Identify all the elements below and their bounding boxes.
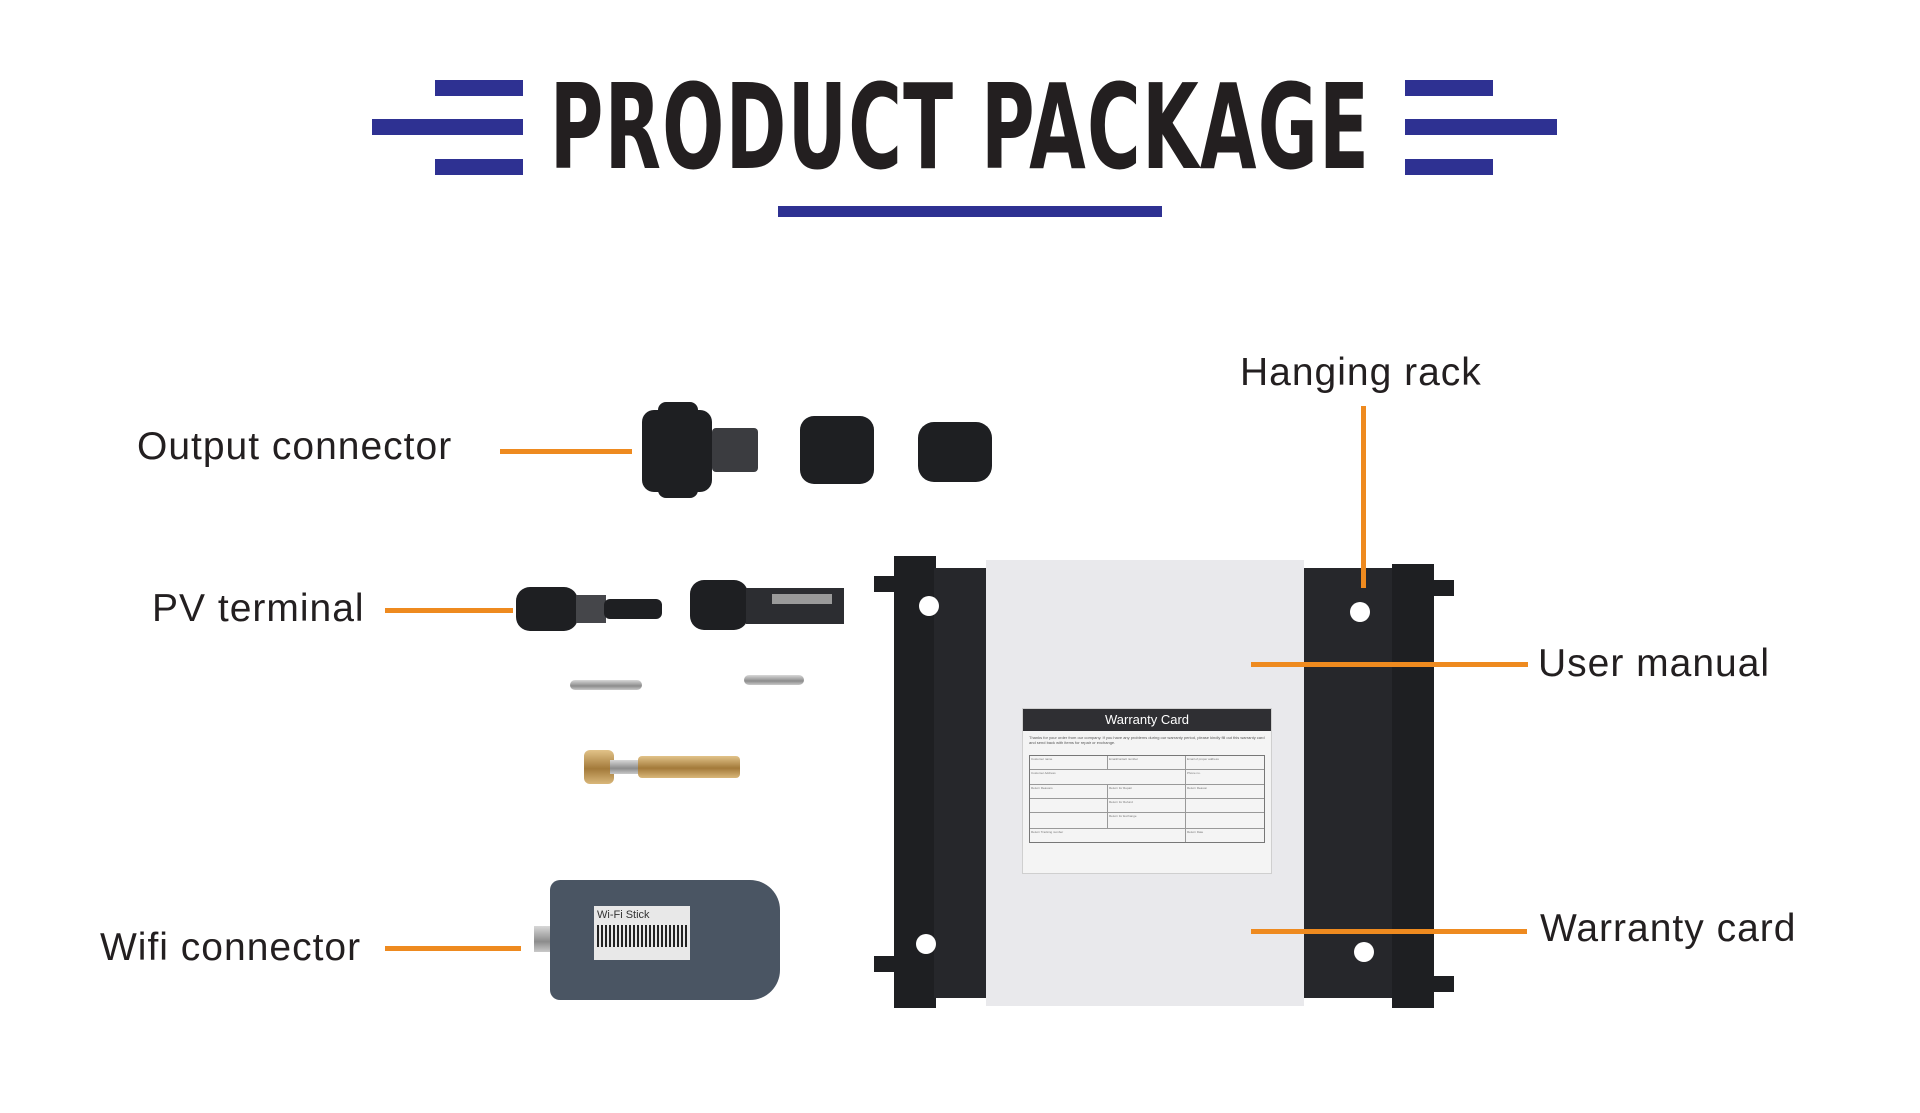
wifi-stick-image: Wi-Fi Stick <box>534 880 780 1000</box>
header-bar-left-middle <box>372 119 523 135</box>
header-bar-left-top <box>435 80 523 96</box>
wifi-stick-sticker: Wi-Fi Stick <box>597 909 650 921</box>
pv-terminal-label: PV terminal <box>152 587 365 630</box>
user-manual-leader <box>1251 662 1528 667</box>
warranty-field: Return for Refund <box>1108 798 1186 814</box>
warranty-field: Customer Address <box>1030 770 1186 785</box>
warranty-card-heading: Warranty Card <box>1023 709 1271 731</box>
expansion-bolt-image <box>584 750 740 784</box>
warranty-field: Return Reason <box>1186 785 1264 799</box>
warranty-field: Customer name <box>1030 756 1108 771</box>
title-underline <box>778 206 1162 217</box>
wifi-connector-leader <box>385 946 521 951</box>
warranty-field: Return for Exchange <box>1108 813 1186 828</box>
wifi-connector-label: Wifi connector <box>100 926 362 969</box>
header-bar-right-middle <box>1405 119 1557 135</box>
warranty-field: Return for Repair <box>1108 784 1186 799</box>
warranty-field: Return Reasons <box>1030 784 1108 799</box>
warranty-card-label: Warranty card <box>1540 907 1797 950</box>
user-manual-label: User manual <box>1538 642 1771 685</box>
warranty-card-leader <box>1251 929 1527 934</box>
warranty-card-intro: Thanks for your order from our company. … <box>1029 735 1265 745</box>
pv-terminal-female-image <box>690 580 844 632</box>
pv-terminal-male-image <box>516 585 662 633</box>
pv-terminal-leader <box>385 608 513 613</box>
warranty-card-image: Warranty Card Thanks for your order from… <box>1022 708 1272 874</box>
output-connector-leader <box>500 449 632 454</box>
hanging-rack-leader <box>1361 406 1366 588</box>
warranty-field: Phone no. <box>1186 770 1264 785</box>
header-bar-right-top <box>1405 80 1493 96</box>
output-connector-label: Output connector <box>137 425 453 468</box>
hanging-rack-label: Hanging rack <box>1240 351 1482 394</box>
warranty-field: Email of proper address <box>1186 756 1264 771</box>
page-title: PRODUCT PACKAGE <box>549 58 1371 196</box>
pv-pin-right-image <box>744 675 804 685</box>
warranty-field: Email/contact number <box>1108 756 1186 771</box>
header-bar-left-bottom <box>435 159 523 175</box>
header-bar-right-bottom <box>1405 159 1493 175</box>
output-connector-image <box>642 400 994 500</box>
warranty-field: Return Tracking number <box>1030 827 1186 842</box>
pv-pin-left-image <box>570 680 642 690</box>
warranty-field: Return Date <box>1186 827 1264 842</box>
